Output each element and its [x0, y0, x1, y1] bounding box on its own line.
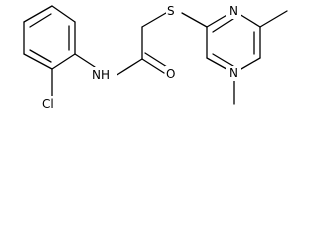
carbonyl-double-bond-a — [141, 58, 165, 74]
methyl-bond-upper — [259, 10, 288, 28]
pyrimidine-nitrogen-upper-label: N — [229, 4, 238, 18]
chlorine-atom-label: Cl — [42, 97, 54, 111]
carbonyl-oxygen-atom-label: O — [166, 67, 175, 81]
pyrimidine-ring — [206, 10, 261, 74]
carbonyl-double-bond-b — [144, 52, 168, 68]
pyrimidine-nitrogen-lower-label: N — [229, 66, 238, 80]
ch2-s-bond — [141, 12, 167, 28]
ring-nh-bond — [74, 53, 96, 68]
chemical-structure-diagram: Cl NH O S N N — [23, 3, 288, 112]
nh-carbonyl-bond — [114, 58, 143, 77]
amide-nh-atom-label: NH — [92, 68, 110, 82]
benzene-ring — [23, 5, 76, 70]
s-pyrimidine-bond — [181, 12, 208, 28]
sulfur-atom-label: S — [167, 4, 175, 18]
